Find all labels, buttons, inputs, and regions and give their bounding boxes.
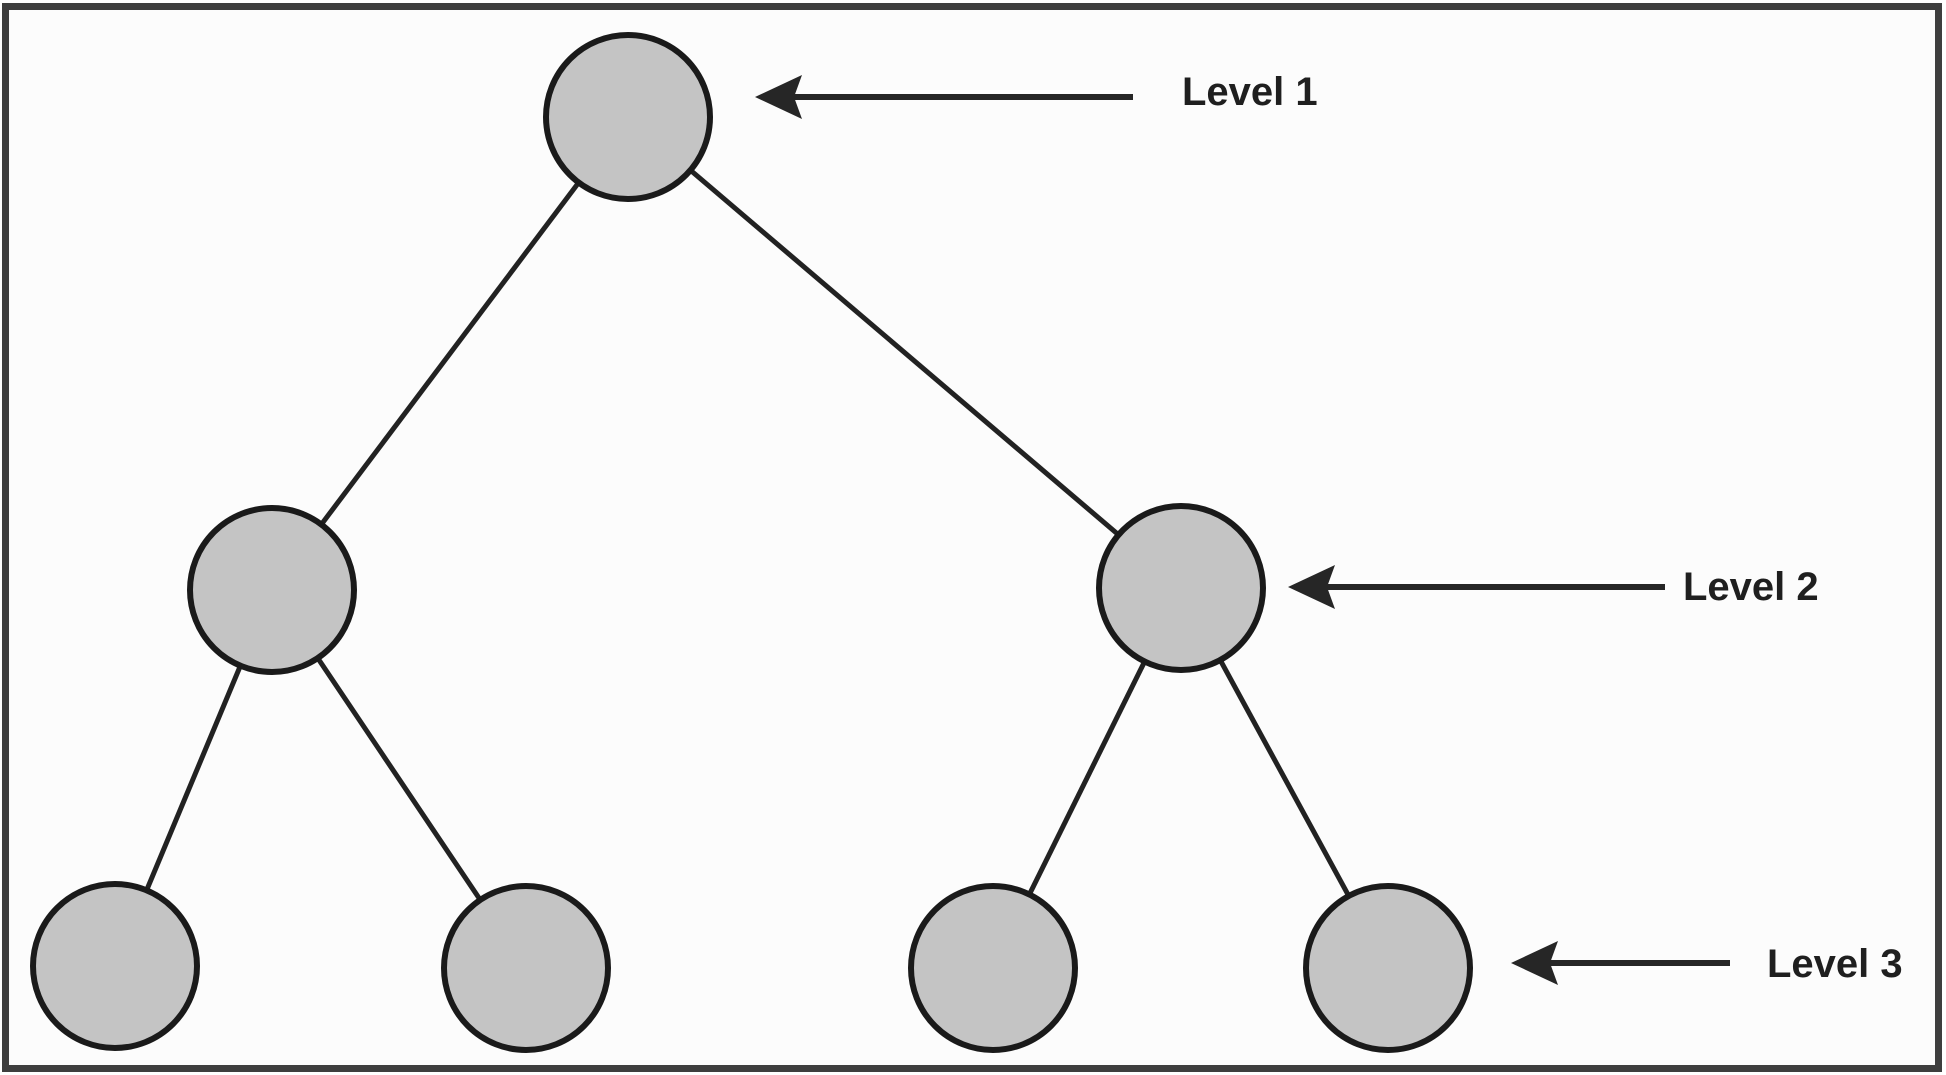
level2-annotation: Level 2 xyxy=(1288,565,1819,609)
level3-label: Level 3 xyxy=(1767,942,1903,986)
node-level3-leaf2 xyxy=(441,883,611,1053)
node-level1-root xyxy=(543,32,713,202)
node-level3-leaf4 xyxy=(1303,883,1473,1053)
node-level3-leaf1 xyxy=(30,881,200,1051)
level3-annotation: Level 3 xyxy=(1511,941,1903,986)
node-level2-left xyxy=(187,505,357,675)
tree-nodes xyxy=(30,32,1473,1053)
level1-arrow-head-icon xyxy=(755,75,802,119)
edge-root-to-level2-right xyxy=(626,115,1183,590)
level2-label: Level 2 xyxy=(1683,565,1819,609)
level2-arrow-head-icon xyxy=(1288,565,1335,609)
level1-label: Level 1 xyxy=(1182,70,1318,114)
level3-arrow-head-icon xyxy=(1511,941,1558,985)
edge-root-to-level2-left xyxy=(270,115,630,592)
node-level3-leaf3 xyxy=(908,883,1078,1053)
node-level2-right xyxy=(1096,503,1266,673)
level1-annotation: Level 1 xyxy=(755,70,1318,119)
